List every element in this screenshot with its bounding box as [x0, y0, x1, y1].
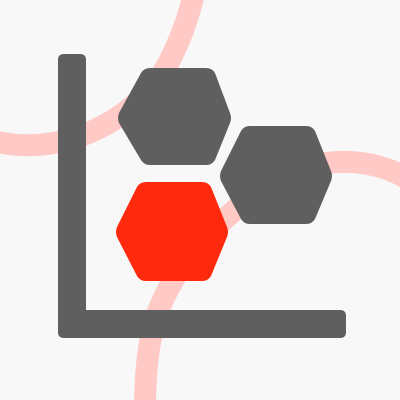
hexagon-red-highlight — [116, 182, 228, 281]
hexagon-gray-right — [220, 126, 332, 224]
hexagon-gray-top — [118, 68, 231, 165]
